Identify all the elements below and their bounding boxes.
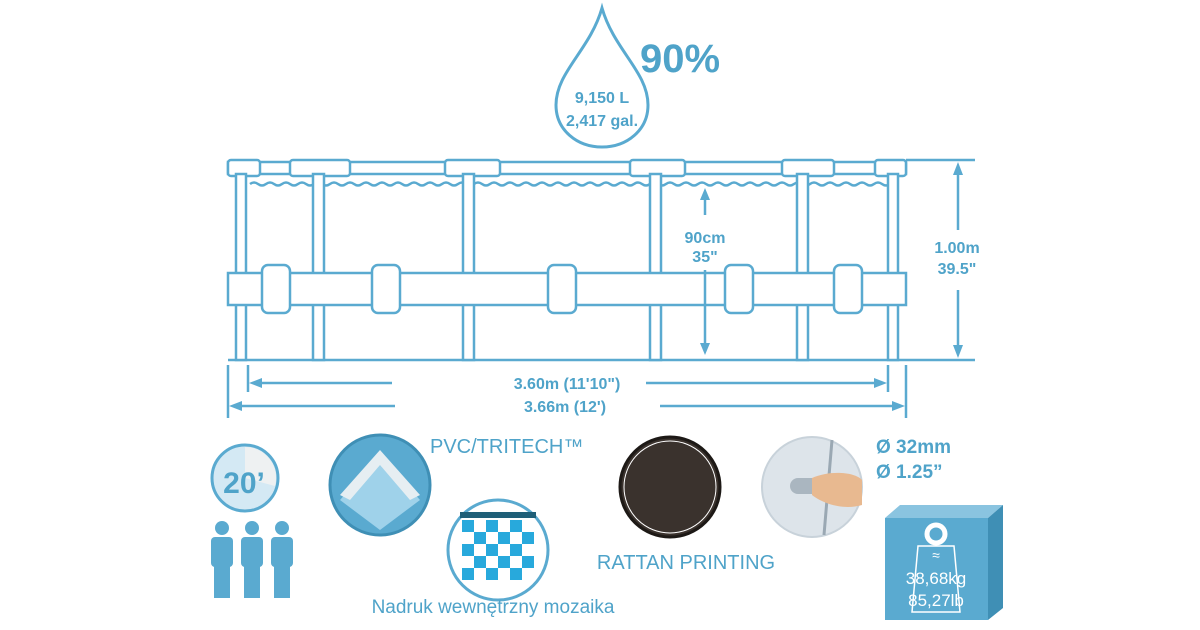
- weight-lb: 85,27lb: [908, 591, 964, 610]
- weight-approx: ≈: [932, 547, 940, 563]
- outer-width: 3.66m (12'): [524, 399, 606, 416]
- height-in: 39.5": [938, 261, 977, 278]
- capacity-liters: 9,150 L: [575, 90, 629, 107]
- water-depth-in: 35": [692, 249, 717, 266]
- pvc-layers-icon: [328, 433, 432, 537]
- pool-frame-drawing: [226, 158, 975, 418]
- mosaic-print-icon: [446, 498, 550, 602]
- water-drop-icon: [554, 2, 650, 149]
- rattan-label: RATTAN PRINTING: [597, 552, 775, 574]
- mosaic-label: Nadruk wewnętrzny mozaika: [372, 597, 615, 618]
- setup-time: 20’: [223, 467, 265, 500]
- connector-hand-icon: [761, 436, 863, 538]
- inner-width: 3.60m (11'10"): [514, 376, 621, 393]
- water-depth-cm: 90cm: [685, 230, 726, 247]
- weight-box-icon: [885, 505, 1003, 620]
- belt-clips: [260, 263, 864, 315]
- connector-in: Ø 1.25”: [876, 462, 943, 483]
- clock-icon: [210, 443, 280, 513]
- people-icon: [211, 521, 293, 598]
- fill-percent: 90%: [640, 37, 720, 81]
- weight-kg: 38,68kg: [906, 569, 967, 588]
- rattan-texture-icon: [618, 435, 722, 539]
- material-label: PVC/TRITECH™: [430, 436, 583, 458]
- capacity-gallons: 2,417 gal.: [566, 113, 638, 130]
- connector-mm: Ø 32mm: [876, 437, 951, 458]
- height-m: 1.00m: [934, 240, 979, 257]
- posts: [234, 172, 900, 362]
